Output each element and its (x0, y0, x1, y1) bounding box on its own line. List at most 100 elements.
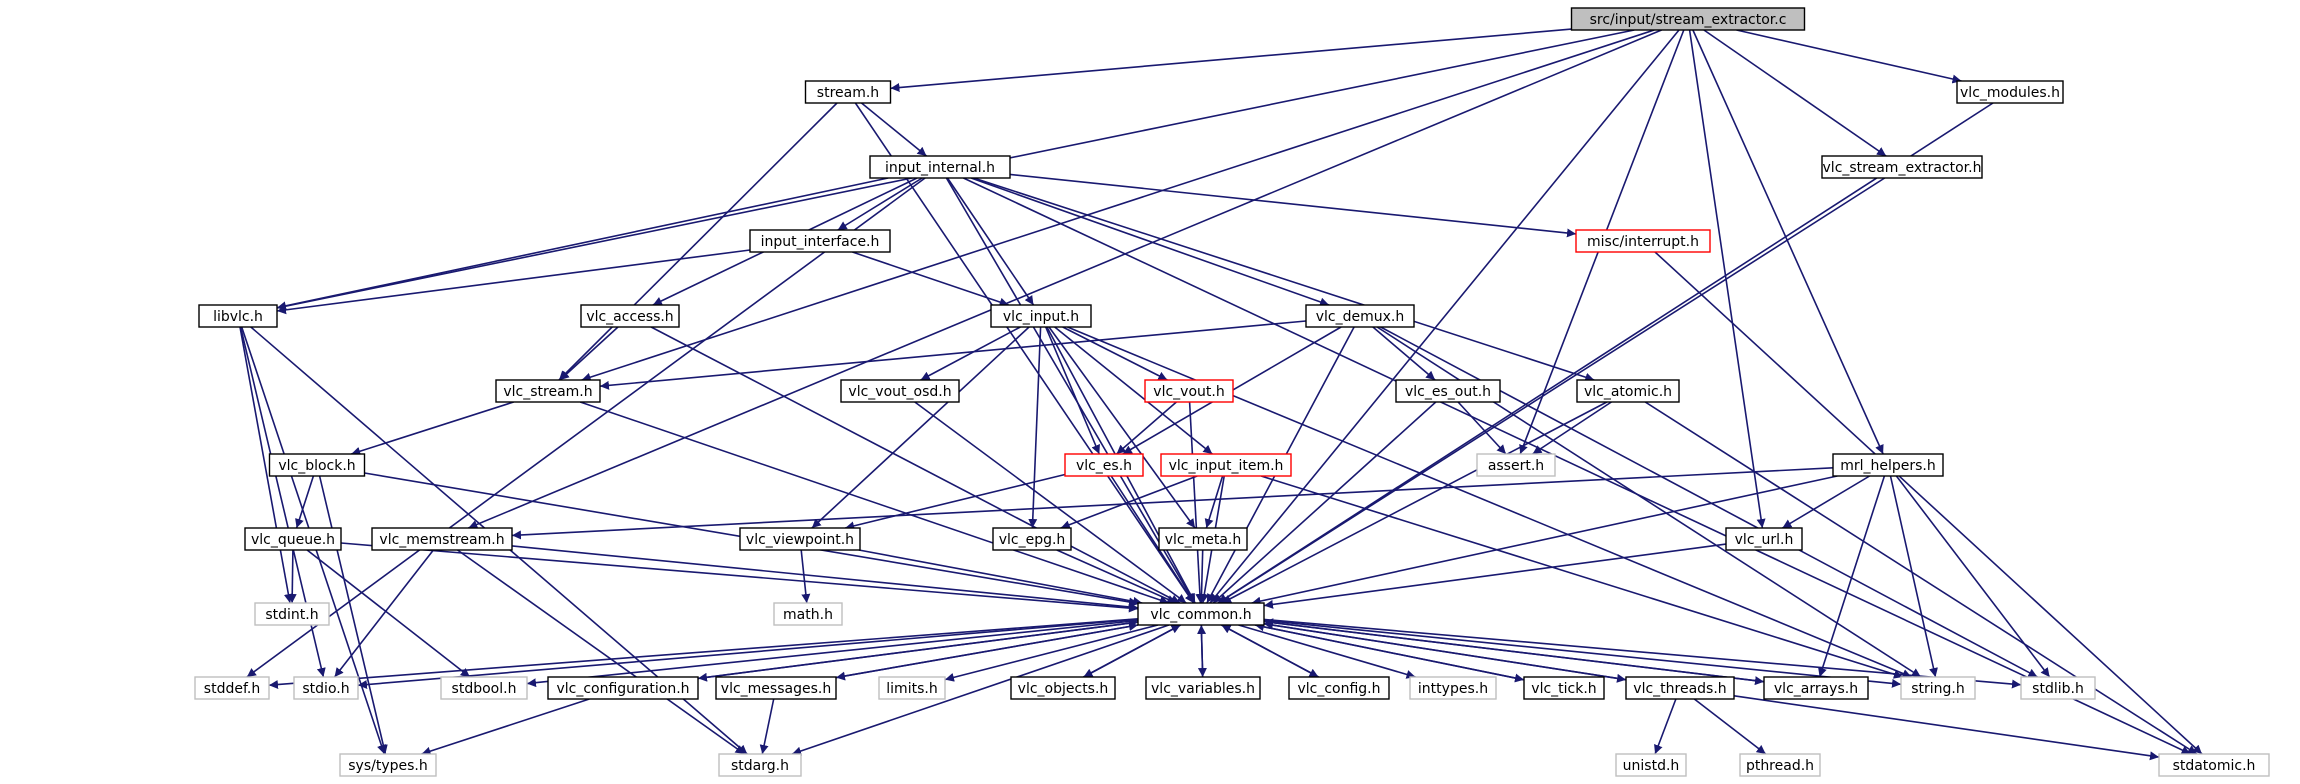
node-vlc-variables[interactable]: vlc_variables.h (1145, 676, 1261, 700)
edge-vlc_input-to-vlc_input_item (1054, 326, 1213, 455)
edge-vlc_block-to-sys_types (318, 475, 388, 755)
node-vlc-configuration[interactable]: vlc_configuration.h (547, 676, 699, 700)
node-vlc-tick[interactable]: vlc_tick.h (1523, 676, 1605, 700)
edge-mrl_helpers-to-string (1889, 475, 1938, 678)
node-box (878, 676, 946, 700)
node-box (1144, 379, 1234, 403)
node-box (1395, 379, 1501, 403)
node-label: vlc_objects.h (1018, 681, 1109, 697)
node-vlc-url[interactable]: vlc_url.h (1725, 527, 1803, 551)
node-root[interactable]: src/input/stream_extractor.c (1570, 7, 1806, 31)
node-vlc-threads[interactable]: vlc_threads.h (1625, 676, 1735, 700)
edge-input_interface-to-libvlc (276, 249, 751, 315)
edge-root-to-vlc_stream (581, 29, 1655, 382)
node-input-interface[interactable]: input_interface.h (749, 229, 891, 253)
edge-vlc_messages-to-stdarg (759, 698, 775, 755)
node-vlc-meta[interactable]: vlc_meta.h (1158, 527, 1248, 551)
node-box (804, 80, 892, 104)
node-libvlc[interactable]: libvlc.h (198, 304, 278, 328)
edge-vlc_objects-to-vlc_common (1083, 624, 1181, 678)
node-vlc-objects[interactable]: vlc_objects.h (1010, 676, 1116, 700)
edge-stream-to-vlc_common (854, 102, 1195, 604)
node-vlc-block[interactable]: vlc_block.h (268, 453, 366, 477)
node-label: limits.h (886, 681, 937, 697)
edge-vlc_stream-to-vlc_block (351, 401, 514, 456)
edge-vlc_demux-to-vlc_es_out (1372, 326, 1436, 381)
node-label: math.h (783, 607, 833, 623)
edge-vlc_common-to-limits (944, 624, 1159, 682)
node-vlc-memstream[interactable]: vlc_memstream.h (371, 527, 513, 551)
node-label: unistd.h (1623, 758, 1680, 774)
node-vlc-stream[interactable]: vlc_stream.h (495, 379, 601, 403)
edge-mrl_helpers-to-vlc_url (1781, 475, 1871, 529)
node-label: stdio.h (302, 681, 349, 697)
node-box (1137, 602, 1265, 626)
edge-vlc_demux-to-vlc_stream (599, 320, 1307, 390)
node-stream[interactable]: stream.h (804, 80, 892, 104)
node-label: vlc_stream.h (503, 384, 592, 400)
node-stddef: stddef.h (194, 676, 270, 700)
node-box (1576, 379, 1680, 403)
node-box (1763, 676, 1869, 700)
node-vlc-input-item[interactable]: vlc_input_item.h (1160, 453, 1292, 477)
edge-vlc_queue-to-stdbool (306, 549, 471, 678)
node-label: vlc_atomic.h (1584, 384, 1672, 400)
edge-vlc_viewpoint-to-math (800, 549, 811, 604)
edge-input_internal-to-vlc_demux (970, 177, 1330, 307)
edge-vlc_configuration-to-vlc_common (697, 618, 1139, 680)
node-stdint: stdint.h (254, 602, 330, 626)
node-assert: assert.h (1476, 453, 1556, 477)
node-label: vlc_queue.h (251, 532, 335, 548)
node-label: inttypes.h (1418, 681, 1488, 697)
node-mrl-helpers[interactable]: mrl_helpers.h (1832, 453, 1944, 477)
edge-vlc_url-to-vlc_common (1263, 543, 1727, 609)
edge-root-to-stream (890, 28, 1572, 93)
edge-vlc_threads-to-unistd (1654, 698, 1677, 755)
node-stdatomic: stdatomic.h (2158, 753, 2270, 777)
edge-input_internal-to-libvlc (276, 177, 889, 311)
node-box (718, 753, 802, 777)
edge-vlc_input-to-vlc_vout_osd (920, 326, 1021, 381)
node-box (1523, 676, 1605, 700)
node-label: vlc_variables.h (1151, 681, 1255, 697)
node-vlc-arrays[interactable]: vlc_arrays.h (1763, 676, 1869, 700)
node-box (547, 676, 699, 700)
node-vlc-es-out[interactable]: vlc_es_out.h (1395, 379, 1501, 403)
node-label: vlc_demux.h (1316, 309, 1405, 325)
node-box (580, 304, 680, 328)
edge-input_interface-to-vlc_input (852, 251, 1009, 307)
node-vlc-input[interactable]: vlc_input.h (990, 304, 1092, 328)
edge-input_internal-to-input_interface (837, 177, 923, 231)
node-vlc-queue[interactable]: vlc_queue.h (244, 527, 342, 551)
node-vlc-atomic[interactable]: vlc_atomic.h (1576, 379, 1680, 403)
node-vlc-es[interactable]: vlc_es.h (1064, 453, 1144, 477)
node-vlc-modules[interactable]: vlc_modules.h (1956, 80, 2064, 104)
node-vlc-vout-osd[interactable]: vlc_vout_osd.h (840, 379, 960, 403)
node-box (1476, 453, 1556, 477)
node-label: pthread.h (1746, 758, 1814, 774)
node-misc-interrupt[interactable]: misc/interrupt.h (1575, 229, 1711, 253)
edge-vlc_input_item-to-vlc_epg (1060, 475, 1198, 529)
edge-vlc_memstream-to-stdarg (457, 549, 745, 755)
node-vlc-vout[interactable]: vlc_vout.h (1144, 379, 1234, 403)
edge-vlc_queue-to-vlc_common (340, 542, 1139, 613)
node-vlc-epg[interactable]: vlc_epg.h (992, 527, 1072, 551)
node-vlc-config[interactable]: vlc_config.h (1288, 676, 1390, 700)
node-vlc-access[interactable]: vlc_access.h (580, 304, 680, 328)
node-stdio: stdio.h (293, 676, 359, 700)
edge-vlc_input-to-vlc_meta (1048, 326, 1196, 529)
edge-input_internal-to-stdatomic (963, 177, 2191, 755)
node-label: vlc_tick.h (1531, 681, 1596, 697)
node-vlc-stream-extractor[interactable]: vlc_stream_extractor.h (1821, 155, 1983, 179)
node-label: vlc_threads.h (1633, 681, 1726, 697)
node-vlc-messages[interactable]: vlc_messages.h (715, 676, 837, 700)
node-input-internal[interactable]: input_internal.h (869, 155, 1011, 179)
edge-root-to-mrl_helpers (1692, 29, 1884, 455)
node-box (194, 676, 270, 700)
node-vlc-viewpoint[interactable]: vlc_viewpoint.h (739, 527, 861, 551)
node-vlc-demux[interactable]: vlc_demux.h (1305, 304, 1415, 328)
edge-misc_interrupt-to-stdatomic (1654, 251, 2203, 755)
node-box (1625, 676, 1735, 700)
edge-vlc_block-to-vlc_queue (295, 475, 315, 529)
node-vlc-common[interactable]: vlc_common.h (1137, 602, 1265, 626)
